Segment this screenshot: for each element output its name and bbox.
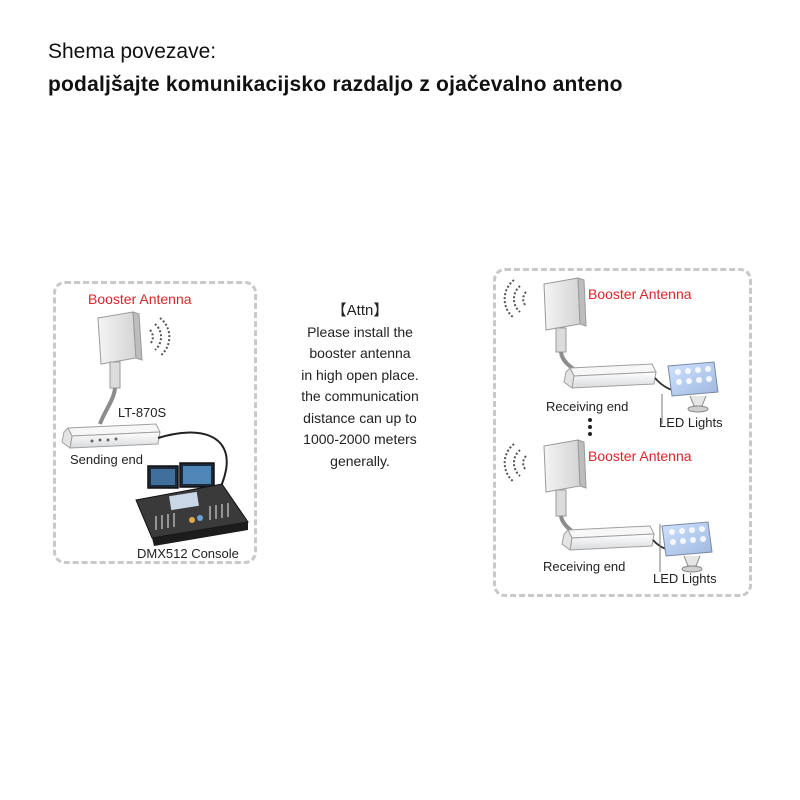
attention-note: 【Attn】 Please install the booster antenn… — [280, 300, 440, 472]
left-controller-icon — [61, 423, 161, 449]
attention-line: 1000-2000 meters — [303, 431, 417, 447]
attention-line: generally. — [330, 452, 390, 469]
right-bottom-receiving-label: Receiving end — [543, 559, 626, 574]
continuation-dots — [588, 418, 592, 436]
attention-line: booster antenna — [309, 345, 411, 361]
attention-line: Please install the — [307, 323, 413, 340]
attention-title: 【Attn】 — [331, 302, 389, 319]
attention-line: distance can up to — [303, 409, 417, 426]
right-top-signal-icon — [503, 279, 527, 319]
right-top-receiver-icon — [563, 363, 657, 389]
right-bottom-led-label: LED Lights — [653, 571, 717, 586]
right-top-booster-label: Booster Antenna — [588, 286, 692, 302]
heading-subtitle: podaljšajte komunikacijsko razdaljo z oj… — [48, 73, 623, 96]
right-bottom-receiver-icon — [561, 525, 655, 551]
receiving-panel — [493, 268, 752, 597]
right-top-receiving-label: Receiving end — [546, 399, 629, 414]
sending-panel — [53, 281, 257, 564]
dmx-console-icon — [135, 462, 249, 546]
sending-end-label: Sending end — [70, 452, 144, 467]
left-signal-icon — [149, 317, 171, 357]
attention-line: the communication — [301, 388, 419, 404]
left-booster-label: Booster Antenna — [88, 291, 192, 307]
heading-title: Shema povezave: — [48, 40, 217, 63]
right-bottom-antenna-icon — [543, 439, 587, 517]
right-bottom-booster-label: Booster Antenna — [588, 448, 692, 464]
attention-line: in high open place. — [301, 366, 419, 383]
right-bottom-signal-icon — [503, 443, 527, 483]
left-antenna-cable — [98, 387, 117, 425]
model-label: LT-870S — [118, 405, 167, 420]
right-top-led-label: LED Lights — [659, 415, 723, 430]
right-top-led-light-icon — [667, 361, 719, 413]
console-label: DMX512 Console — [137, 546, 239, 561]
left-antenna-icon — [97, 311, 143, 389]
right-bottom-led-light-icon — [661, 521, 713, 573]
right-top-antenna-icon — [543, 277, 587, 353]
